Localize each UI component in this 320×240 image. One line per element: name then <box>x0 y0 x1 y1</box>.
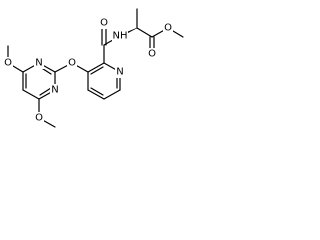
bond-pyridine-c5-c6 <box>103 89 121 100</box>
bond-pyridine-inner-1 <box>90 66 104 75</box>
left-methoxy-oxygen-atom: O <box>3 57 13 69</box>
pyridine-nitrogen-atom: N <box>115 66 125 78</box>
bond-pyridine-c4-c5 <box>87 89 105 100</box>
pyridine-nitrogen-label: N <box>116 67 123 78</box>
atom-label-layer: O O NH O O N N N <box>3 17 173 124</box>
bottom-methoxy-oxygen-label: O <box>35 113 43 124</box>
pyrimidine-nitrogen-lower-label: N <box>51 85 58 96</box>
molecule-structure: O O NH O O N N N <box>3 8 184 128</box>
carbonyl-oxygen-label: O <box>148 49 156 60</box>
amide-oxygen-atom: O <box>99 17 109 29</box>
carbonyl-oxygen-atom: O <box>147 48 157 60</box>
pyrimidine-nitrogen-upper-label: N <box>35 58 42 69</box>
amide-oxygen-label: O <box>100 18 108 29</box>
left-methoxy-oxygen-label: O <box>4 58 12 69</box>
bond-alpha-carbon-to-carbonyl-carbon <box>136 27 153 38</box>
ether-oxygen-atom: O <box>67 57 77 69</box>
ester-oxygen-atom: O <box>163 22 173 34</box>
bond-pyrimidine-inner-3 <box>39 87 52 96</box>
pyrimidine-nitrogen-lower-atom: N <box>50 84 60 96</box>
pyrimidine-nitrogen-upper-atom: N <box>34 57 44 69</box>
amide-nitrogen-atom: NH <box>112 30 128 42</box>
amide-nitrogen-label: NH <box>113 31 128 42</box>
bond-pyridine-c2-c3 <box>87 62 105 73</box>
bottom-methoxy-oxygen-atom: O <box>34 112 44 124</box>
ether-oxygen-label: O <box>68 58 76 69</box>
ester-oxygen-label: O <box>164 23 172 34</box>
bond-pyridine-inner-2 <box>90 87 104 96</box>
bond-pyrimidine-c5-c6 <box>22 89 40 100</box>
